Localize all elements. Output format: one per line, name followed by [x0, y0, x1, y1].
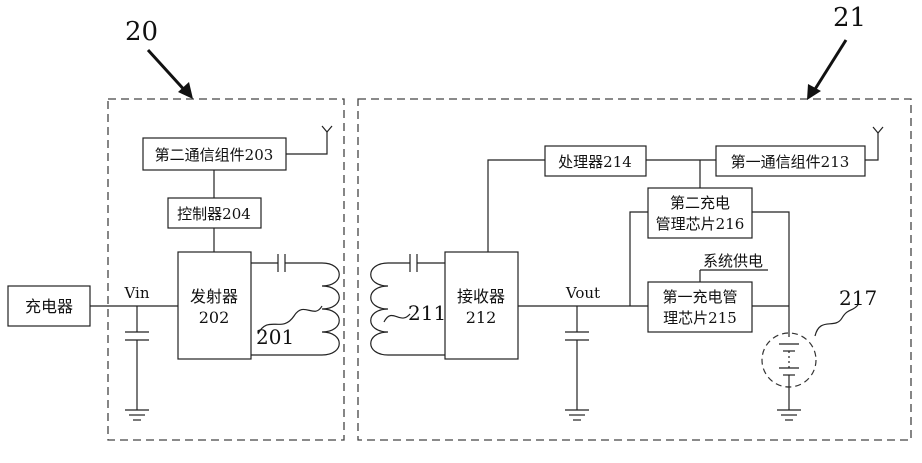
receiver-processor-wire [487, 159, 545, 252]
system-power-label: 系统供电 [703, 252, 763, 270]
charge-chip-215-box [647, 281, 753, 333]
charge-chip-216-line2: 管理芯片216 [656, 215, 745, 233]
coil-211-label: 211 [408, 301, 446, 325]
rx-resonant-capacitor [388, 254, 445, 356]
comm-component-203-label: 第二通信组件203 [155, 146, 274, 164]
rx-coil-211 [370, 262, 389, 356]
system-21-label: 21 [833, 3, 866, 33]
tx-coil-201 [321, 262, 340, 356]
charge-chip-215-line1: 第一充电管 [662, 288, 737, 306]
transmitter-number: 202 [199, 308, 230, 327]
receiver-system-boundary [357, 98, 912, 441]
vout-chip216-wire [629, 211, 648, 306]
vout-label: Vout [565, 284, 600, 302]
chip216-battery-wire [752, 211, 790, 337]
output-capacitor [565, 306, 589, 410]
antenna-icon [865, 126, 884, 161]
leader-201 [257, 305, 323, 335]
controller-204-label: 控制器204 [177, 205, 251, 223]
arrow-21 [807, 39, 848, 100]
leader-217 [814, 304, 859, 337]
ground-symbol-tx [125, 409, 149, 421]
charge-chip-216-box [647, 187, 753, 239]
charger-label: 充电器 [25, 297, 73, 316]
ground-symbol-rx [565, 409, 589, 421]
vin-label: Vin [123, 284, 149, 302]
transmitter-label: 发射器 [190, 287, 238, 306]
transmitter-system-boundary [107, 98, 345, 441]
charger-box [7, 285, 91, 327]
charge-chip-215-line2: 理芯片215 [663, 309, 737, 327]
comm-component-213-box [715, 145, 866, 177]
coil-201-label: 201 [256, 325, 294, 349]
comm-component-213-label: 第一通信组件213 [731, 153, 850, 171]
comm-component-203-box [142, 137, 287, 171]
arrow-20 [146, 48, 193, 99]
processor-214-box [544, 145, 647, 177]
input-capacitor [125, 306, 149, 410]
battery-icon [779, 343, 799, 410]
tx-resonant-capacitor [251, 254, 322, 356]
transmitter-202-box [177, 251, 252, 360]
receiver-number: 212 [466, 308, 497, 327]
receiver-label: 接收器 [457, 287, 505, 306]
system-20-label: 20 [125, 17, 158, 47]
battery-217-label: 217 [839, 286, 877, 310]
charge-chip-216-line1: 第二充电 [670, 194, 730, 212]
antenna-icon [286, 125, 333, 155]
leader-211 [383, 313, 411, 323]
ground-symbol-battery [777, 409, 801, 421]
processor-214-label: 处理器214 [558, 153, 632, 171]
